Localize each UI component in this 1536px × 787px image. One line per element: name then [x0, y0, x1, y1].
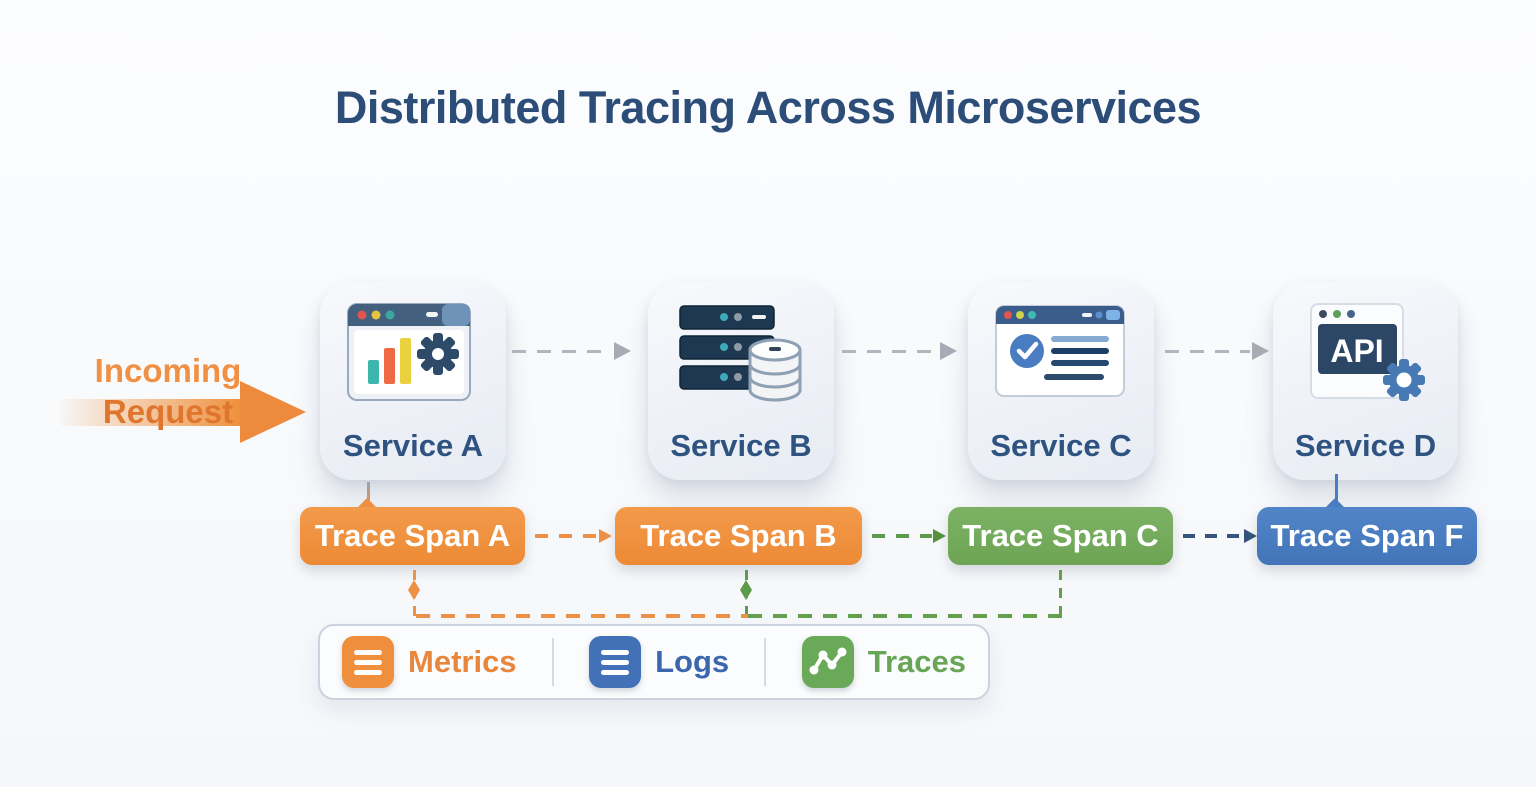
span-b-to-c-arrowhead	[933, 529, 946, 543]
service-d-label: Service D	[1294, 428, 1437, 463]
trace-span-a: Trace Span A	[300, 498, 525, 565]
span-c-to-f-arrowhead	[1244, 529, 1257, 543]
service-a-to-b-arrowhead	[614, 342, 631, 360]
service-d-card: API Service D	[1273, 282, 1458, 480]
incoming-request-line1: Incoming	[94, 352, 242, 389]
api-window-gear-icon: API	[1291, 298, 1441, 418]
service-b-label: Service B	[670, 428, 812, 463]
collector-line-green	[748, 614, 1062, 618]
span-c-to-f-dashed-line	[1183, 534, 1243, 538]
span-a-to-b-arrowhead	[599, 529, 612, 543]
trace-span-a-label: Trace Span A	[314, 518, 511, 553]
traces-icon	[801, 636, 854, 688]
trace-span-b: Trace Span B	[615, 507, 862, 565]
service-a-card: Service A	[320, 282, 506, 480]
service-b-card: Service B	[648, 282, 834, 480]
span-b-to-c-dashed-line	[872, 534, 932, 538]
api-badge-text: API	[1330, 333, 1383, 369]
metrics-icon	[342, 636, 394, 688]
service-a-to-span-connector	[367, 482, 370, 507]
incoming-arrow-shaft	[60, 399, 242, 426]
span-a-to-b-dashed-line	[535, 534, 597, 538]
telemetry-divider	[764, 638, 767, 686]
traces-label: Traces	[867, 644, 966, 679]
service-c-to-d-arrowhead	[1252, 342, 1269, 360]
trace-span-c: Trace Span C	[948, 507, 1173, 565]
page-title: Distributed Tracing Across Microservices	[334, 82, 1202, 133]
telemetry-divider	[551, 638, 554, 686]
service-a-to-b-dashed-line	[512, 350, 612, 353]
logs-label: Logs	[655, 644, 730, 679]
span-c-drop-line	[1059, 570, 1062, 616]
span-a-drop-arrow	[408, 580, 420, 600]
service-c-to-d-dashed-line	[1165, 350, 1250, 353]
telemetry-item-logs: Logs	[589, 636, 729, 688]
span-b-drop-arrow	[740, 580, 752, 600]
trace-span-b-label: Trace Span B	[640, 518, 837, 553]
service-a-label: Service A	[342, 428, 484, 463]
incoming-request-line2: Request	[102, 393, 234, 430]
server-database-icon	[666, 298, 816, 418]
telemetry-bar: Metrics Logs Traces	[318, 624, 990, 700]
span-connector-notch	[1326, 498, 1344, 507]
service-c-card: Service C	[968, 282, 1154, 480]
service-b-to-c-arrowhead	[940, 342, 957, 360]
trace-span-f-label: Trace Span F	[1270, 518, 1464, 553]
trace-span-f: Trace Span F	[1257, 498, 1477, 565]
span-connector-notch	[358, 498, 376, 507]
service-d-to-span-connector	[1335, 474, 1338, 507]
metrics-label: Metrics	[408, 644, 517, 679]
logs-icon	[589, 636, 642, 688]
incoming-request-label: Incoming Request	[68, 350, 268, 432]
telemetry-item-traces: Traces	[801, 636, 966, 688]
browser-chart-gear-icon	[338, 298, 488, 418]
service-c-label: Service C	[990, 428, 1132, 463]
checklist-window-icon	[986, 298, 1136, 418]
collector-line-orange	[416, 614, 748, 618]
trace-span-c-label: Trace Span C	[962, 518, 1159, 553]
telemetry-item-metrics: Metrics	[342, 636, 517, 688]
service-b-to-c-dashed-line	[842, 350, 938, 353]
